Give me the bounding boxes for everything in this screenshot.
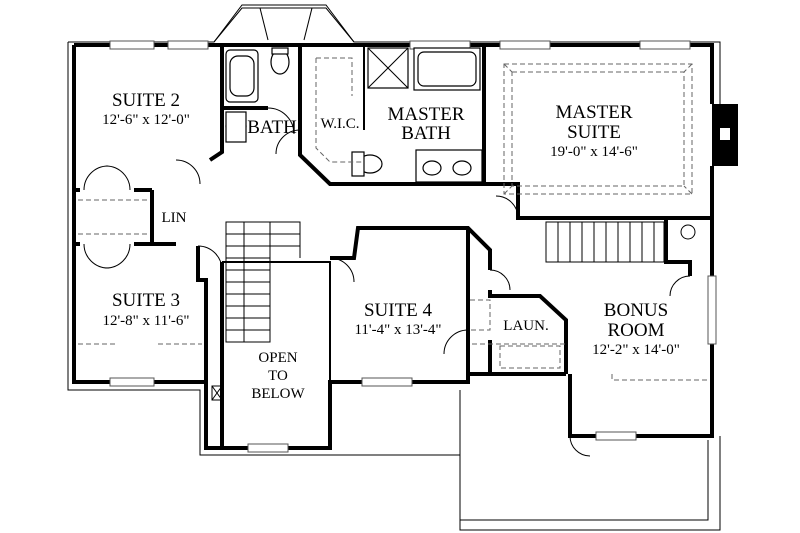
master-bath-line2: BATH <box>401 123 451 144</box>
bonus-room-line2: ROOM <box>607 320 664 341</box>
bonus-room-line1: BONUS <box>604 300 668 321</box>
wic-name: W.I.C. <box>320 116 359 132</box>
outer-outline <box>67 4 721 531</box>
master-suite-dims: 19'-0" x 14'-6" <box>550 144 638 160</box>
shelf-lines <box>78 199 709 521</box>
tray-ceiling <box>503 63 693 195</box>
stairs <box>225 221 696 343</box>
windows <box>109 40 717 453</box>
door-swings <box>83 107 691 457</box>
suite-3-dims: 12'-8" x 11'-6" <box>102 313 189 329</box>
master-suite-line1: MASTER <box>555 102 632 123</box>
open-to-below-line3: BELOW <box>251 386 305 402</box>
laundry-name: LAUN. <box>503 318 548 334</box>
bath-fixtures <box>225 47 483 183</box>
suite-2-name: SUITE 2 <box>112 90 180 111</box>
suite-4-name: SUITE 4 <box>364 300 433 321</box>
open-to-below-line2: TO <box>268 368 288 384</box>
bath-name: BATH <box>247 117 297 138</box>
linen-name: LIN <box>162 210 187 226</box>
master-suite-line2: SUITE <box>567 122 621 143</box>
suite-2-dims: 12'-6" x 12'-0" <box>102 112 190 128</box>
open-to-below-line1: OPEN <box>258 350 297 366</box>
suite-4-dims: 11'-4" x 13'-4" <box>354 322 441 338</box>
suite-3-name: SUITE 3 <box>112 290 180 311</box>
interior-walls <box>74 45 712 448</box>
bonus-room-dims: 12'-2" x 14'-0" <box>592 342 680 358</box>
master-bath-line1: MASTER <box>387 104 464 125</box>
